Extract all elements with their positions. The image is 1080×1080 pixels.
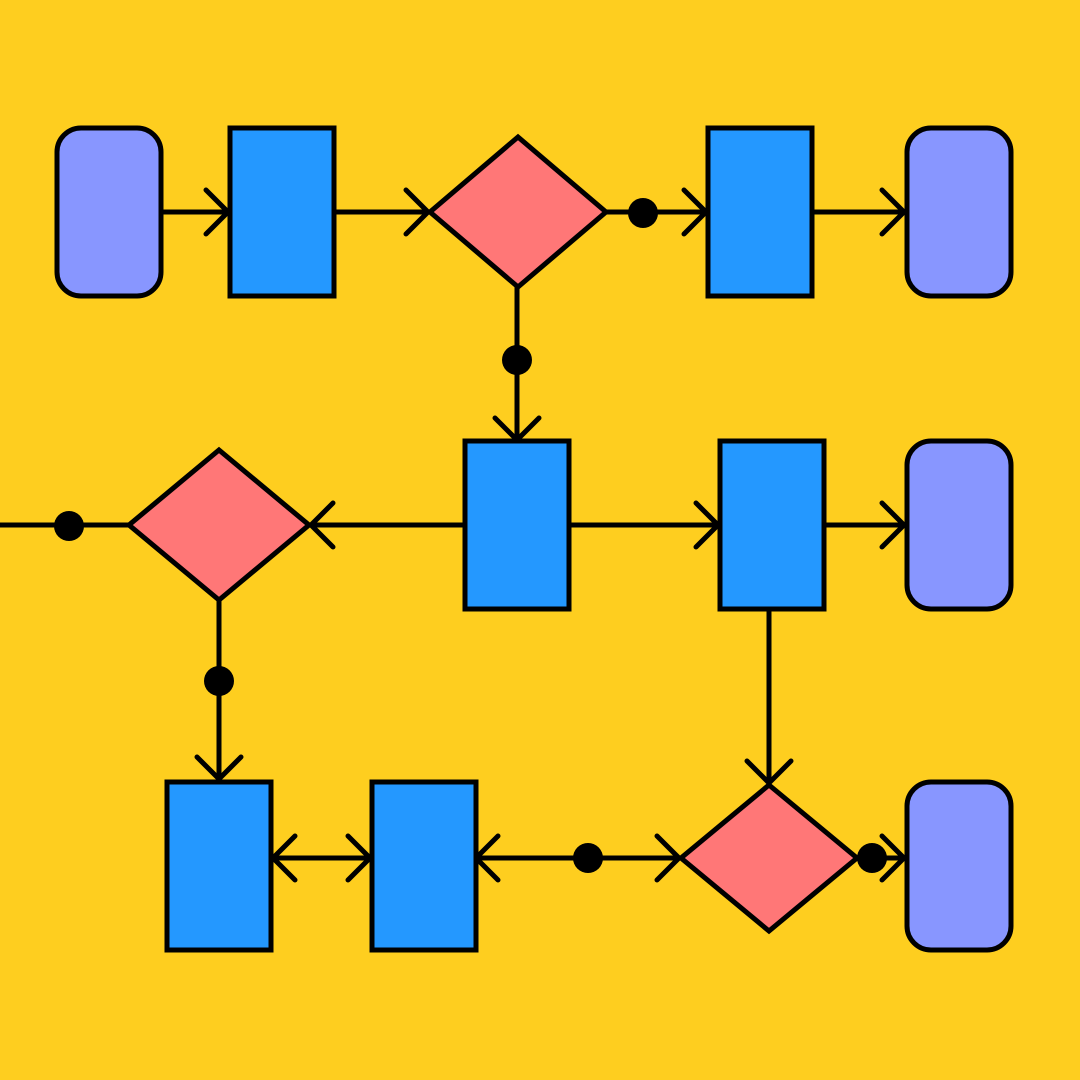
arrowhead: [879, 500, 907, 550]
terminal-node-t2: [904, 125, 1014, 299]
terminal-node-t1: [54, 125, 164, 299]
junction-dot: [502, 345, 532, 375]
process-node-p6: [369, 779, 479, 953]
nodes: [54, 125, 1014, 953]
junction-dot: [573, 843, 603, 873]
decision-node-d2: [125, 446, 313, 604]
junction-dot: [204, 666, 234, 696]
junction-dot: [54, 511, 84, 541]
connector-d3-to-t4: [857, 833, 907, 883]
process-node-p2: [705, 125, 815, 299]
connector-p2-to-t2: [812, 187, 907, 237]
junction-dot: [628, 198, 658, 228]
arrowhead: [879, 187, 907, 237]
arrowhead: [194, 754, 244, 782]
terminal-node-t3: [904, 438, 1014, 612]
connector-p4-to-t3: [824, 500, 907, 550]
process-node-p3: [462, 438, 572, 612]
decision-node-d1: [426, 133, 610, 291]
connector-d2-to-p5: [194, 600, 244, 782]
process-node-p4: [717, 438, 827, 612]
process-node-p5: [164, 779, 274, 953]
arrowhead: [879, 833, 907, 883]
terminal-node-t4: [904, 779, 1014, 953]
connectors: [0, 187, 907, 883]
junction-dot: [857, 843, 887, 873]
decision-node-d3: [677, 781, 861, 935]
connector-d1-to-p3: [492, 287, 542, 443]
connector-d3-to-p6: [473, 833, 682, 883]
connector-d2-to-off-canvas-left: [0, 511, 129, 541]
process-node-p1: [227, 125, 337, 299]
